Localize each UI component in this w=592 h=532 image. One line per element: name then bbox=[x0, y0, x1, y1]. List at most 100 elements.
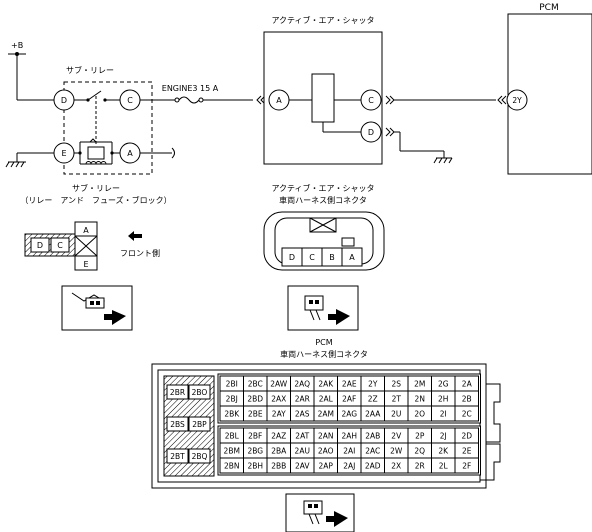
pcm-pin-label: 2AF bbox=[342, 395, 356, 404]
pcm-conn-caption-sub: 車両ハーネス側コネクタ bbox=[280, 349, 368, 359]
shutter-conn-caption: アクティブ・エア・シャッタ bbox=[271, 183, 374, 193]
pcm-pin bbox=[454, 457, 479, 474]
pcm-pin-label: 2E bbox=[462, 447, 472, 456]
sub-relay-caption-sub: （リレー アンド フューズ・ブロック） bbox=[20, 195, 171, 205]
svg-text:2Y: 2Y bbox=[512, 96, 522, 105]
pcm-pin-label: 2K bbox=[438, 447, 449, 456]
pcm-pin-label: 2BO bbox=[192, 388, 208, 397]
shutter-title: アクティブ・エア・シャッタ bbox=[271, 15, 374, 25]
pcm-pin bbox=[188, 448, 211, 464]
pcm-pin-label: 2M bbox=[414, 380, 425, 389]
pcm-pin-label: 2BJ bbox=[226, 395, 238, 404]
pcm-pin-label: 2BS bbox=[170, 420, 185, 429]
pcm-plug-view-icon bbox=[285, 493, 355, 532]
pcm-pin-label: 2J bbox=[440, 432, 447, 441]
pcm-pin-label: 2R bbox=[415, 462, 425, 471]
pcm-pin-label: 2AK bbox=[318, 380, 334, 389]
pcm-pin-label: 2AD bbox=[365, 462, 381, 471]
pcm-pin-label: 2A bbox=[462, 380, 473, 389]
shutter-plug-view-icon bbox=[287, 285, 359, 331]
pcm-pin-label: 2S bbox=[391, 380, 401, 389]
pcm-pin-label: 2O bbox=[414, 410, 425, 419]
pcm-pin bbox=[166, 384, 189, 400]
pcm-pin-label: 2AQ bbox=[294, 380, 310, 389]
ground-icon bbox=[5, 161, 26, 168]
pcm-pin-label: 2Q bbox=[414, 447, 425, 456]
pcm-pin-label: 2C bbox=[462, 410, 472, 419]
pcm-pin-label: 2BA bbox=[271, 447, 287, 456]
sub-relay-caption: サブ・リレー bbox=[72, 183, 120, 193]
pcm-pin bbox=[166, 448, 189, 464]
pcm-pin-label: 2BD bbox=[247, 395, 263, 404]
pcm-pin-label: 2W bbox=[390, 447, 403, 456]
pcm-pin-label: 2BC bbox=[248, 380, 263, 389]
relay-coil-icon bbox=[74, 138, 120, 165]
pcm-pin-label: 2B bbox=[462, 395, 472, 404]
sub-relay-title: サブ・リレー bbox=[66, 65, 114, 75]
pcm-pin-label: 2AV bbox=[295, 462, 310, 471]
svg-text:D: D bbox=[289, 253, 295, 262]
svg-text:A: A bbox=[349, 253, 355, 262]
pcm-pin-label: 2AI bbox=[343, 447, 355, 456]
pcm-pin-label: 2AP bbox=[319, 462, 334, 471]
pcm-pin-label: 2Z bbox=[368, 395, 378, 404]
pcm-pin bbox=[188, 416, 211, 432]
pcm-pin-label: 2AX bbox=[271, 395, 286, 404]
pcm-pin-label: 2AN bbox=[318, 432, 334, 441]
pcm-pin-label: 2Y bbox=[368, 380, 378, 389]
svg-text:A: A bbox=[127, 149, 133, 158]
fuse-icon bbox=[174, 96, 204, 104]
pcm-pin-label: 2BI bbox=[226, 380, 238, 389]
pcm-pin-label: 2BE bbox=[248, 410, 263, 419]
pcm-pin-label: 2D bbox=[461, 432, 472, 441]
pcm-pin-label: 2N bbox=[415, 395, 425, 404]
svg-text:D: D bbox=[61, 96, 67, 105]
pcm-pin-label: 2BL bbox=[225, 432, 240, 441]
svg-text:D: D bbox=[368, 128, 374, 137]
svg-text:C: C bbox=[309, 253, 315, 262]
pcm-pin-label: 2AM bbox=[318, 410, 334, 419]
pcm-pin-label: 2BK bbox=[224, 410, 240, 419]
pcm-pin-label: 2AG bbox=[341, 410, 357, 419]
pcm-pin-label: 2H bbox=[438, 395, 448, 404]
pcm-pin-label: 2AU bbox=[295, 447, 310, 456]
shutter-motor-icon bbox=[311, 73, 335, 123]
pcm-pin-label: 2BB bbox=[271, 462, 286, 471]
pcm-pin-label: 2AR bbox=[295, 395, 310, 404]
pcm-pin-label: 2AY bbox=[272, 410, 286, 419]
pcm-pin-label: 2G bbox=[438, 380, 449, 389]
pcm-pin bbox=[166, 416, 189, 432]
sub-relay-box bbox=[63, 81, 153, 175]
plus-b-label: +B bbox=[11, 41, 23, 50]
svg-text:C: C bbox=[57, 241, 63, 250]
pcm-pin-label: 2AO bbox=[318, 447, 334, 456]
relay-terminal-e: E bbox=[53, 142, 75, 164]
shutter-terminal-a: A bbox=[268, 89, 290, 111]
pcm-pin-label: 2F bbox=[462, 462, 471, 471]
pcm-pin-label: 2P bbox=[415, 432, 425, 441]
pcm-pin-label: 2AC bbox=[365, 447, 380, 456]
pcm-pin-label: 2BG bbox=[247, 447, 263, 456]
pcm-title: PCM bbox=[539, 3, 558, 13]
svg-text:C: C bbox=[127, 96, 133, 105]
pcm-pin-label: 2BP bbox=[192, 420, 207, 429]
pcm-pin-label: 2I bbox=[440, 410, 447, 419]
pcm-pin-label: 2BF bbox=[248, 432, 262, 441]
pcm-pin-label: 2AZ bbox=[271, 432, 286, 441]
pcm-pin-label: 2AS bbox=[295, 410, 310, 419]
pcm-pin bbox=[188, 384, 211, 400]
shutter-terminal-c: C bbox=[360, 89, 382, 111]
fuse-label: ENGINE3 15 A bbox=[162, 84, 219, 93]
pcm-pin-label: 2U bbox=[391, 410, 401, 419]
pcm-pin-label: 2BQ bbox=[192, 452, 208, 461]
pcm-pin-label: 2X bbox=[391, 462, 401, 471]
svg-text:C: C bbox=[368, 96, 374, 105]
shutter-conn-caption-sub: 車両ハーネス側コネクタ bbox=[279, 195, 367, 205]
pcm-pin-label: 2AH bbox=[341, 432, 357, 441]
pcm-pin-label: 2AW bbox=[270, 380, 287, 389]
svg-text:B: B bbox=[329, 253, 335, 262]
pcm-pin-label: 2AT bbox=[295, 432, 309, 441]
relay-switch-icon bbox=[74, 90, 120, 144]
pcm-pin-label: 2BR bbox=[170, 388, 185, 397]
